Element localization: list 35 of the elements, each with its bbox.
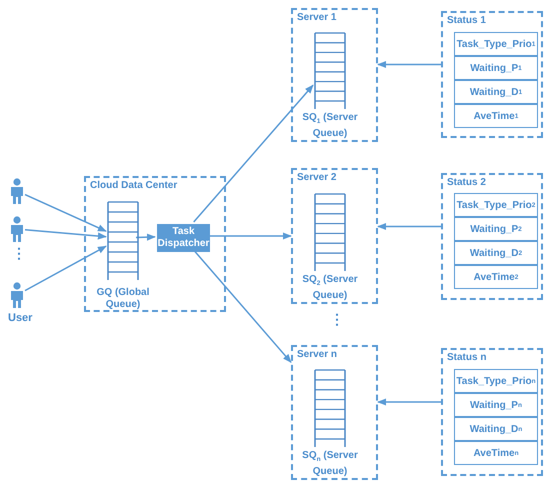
container-title: Server n: [297, 349, 338, 360]
arrow: [136, 234, 156, 241]
user-figure: [9, 282, 25, 308]
arrow: [208, 232, 292, 240]
container-title: Server 2: [297, 172, 336, 183]
container-title: Status n: [447, 352, 486, 363]
vertical-ellipsis: ⋮: [330, 312, 344, 326]
arrow: [377, 398, 441, 406]
vertical-ellipsis: ⋮: [12, 246, 26, 260]
arrow: [24, 246, 107, 292]
user-figure: [9, 216, 25, 242]
queue-label: SQ$_{2}$ (Server Queue): [301, 274, 359, 302]
dashed-container: [441, 11, 543, 138]
dashed-container: [441, 173, 543, 300]
user-label: User: [8, 312, 32, 324]
user-figure: [9, 178, 25, 204]
arrow: [377, 60, 441, 68]
container-title: Cloud Data Center: [90, 180, 178, 191]
arrow: [377, 222, 441, 230]
queue-label: SQ$_{1}$ (Server Queue): [301, 112, 359, 140]
queue-label: SQ$_{n}$ (Server Queue): [301, 450, 359, 478]
dashed-container: [291, 8, 378, 142]
arrow: [24, 194, 107, 232]
container-title: Status 2: [447, 177, 486, 188]
container-title: Server 1: [297, 12, 336, 23]
dispatcher-box: Task Dispatcher: [157, 224, 210, 252]
dashed-container: [291, 345, 378, 480]
dashed-container: [291, 168, 378, 304]
queue-label: GQ (Global Queue): [96, 287, 150, 311]
dashed-container: [441, 348, 543, 476]
arrow: [193, 250, 292, 363]
container-title: Status 1: [447, 15, 486, 26]
arrow: [193, 84, 314, 222]
dashed-container: [84, 176, 226, 312]
arrow: [24, 228, 107, 240]
